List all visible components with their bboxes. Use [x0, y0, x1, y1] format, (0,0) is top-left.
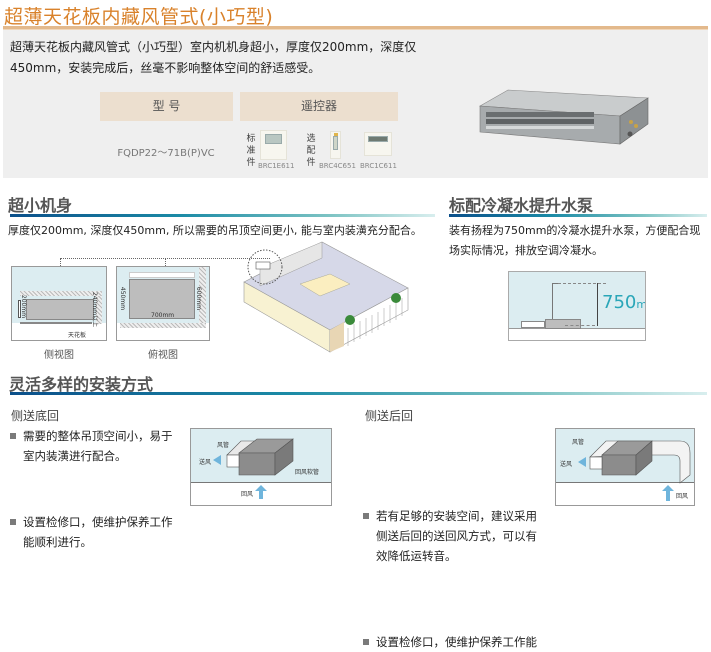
duct-label: 风管: [217, 442, 230, 449]
pump-diagram: 750mm: [508, 271, 646, 341]
depth-label: 450mm: [119, 286, 127, 311]
model-header: 型 号: [100, 92, 233, 121]
standard-label: 标 准 件: [246, 134, 256, 168]
top-view-caption: 俯视图: [148, 350, 178, 361]
duct-label: 风管: [572, 439, 585, 446]
title-divider: [3, 26, 708, 30]
supply-label: 送风: [560, 461, 573, 468]
clearance-label: 240mm以上: [91, 291, 99, 328]
remote-header: 遥控器: [240, 92, 398, 121]
right-dimension-label: 600mm: [195, 286, 203, 311]
model-value: FQDP22～71B(P)VC: [117, 148, 215, 159]
option-title: 侧送底回: [11, 409, 60, 423]
option-bullet: 设置检修口，使维护保养工作能顺利进行。: [9, 512, 179, 552]
remote-brc1c611-image: [364, 132, 392, 156]
section-title-install: 灵活多样的安装方式: [9, 375, 154, 394]
optional-label: 选 配 件: [306, 134, 316, 168]
intro-text: 超薄天花板内藏风管式（小巧型）室内机机身超小，厚度仅200mm，深度仅 450m…: [10, 37, 510, 79]
height-label: 200mm: [20, 294, 28, 319]
remote-brc1e611-image: [260, 130, 287, 160]
pump-description: 装有扬程为750mm的冷凝水提升水泵，方便配合现场实际情况，排放空调冷凝水。: [449, 224, 701, 257]
option-bullet: 设置检修口，使维护保养工作能: [362, 632, 562, 652]
hose-label: 回风软管: [295, 469, 320, 476]
intro-line-2: 450mm，安装完成后，丝毫不影响整体空间的舒适感受。: [10, 61, 321, 75]
remote-name: BRC1E611: [258, 162, 295, 170]
remote-name: BRC1C611: [360, 162, 397, 170]
intro-line-1: 超薄天花板内藏风管式（小巧型）室内机机身超小，厚度仅200mm，深度仅: [10, 40, 417, 54]
side-view-caption: 侧视图: [44, 350, 74, 361]
ceiling-label: 天花板: [68, 332, 87, 339]
section-divider: [10, 214, 435, 217]
width-label: 700mm: [151, 312, 175, 319]
remote-name: BRC4C651: [319, 162, 356, 170]
side-supply-bottom-return-diagram: 风管 送风 回风软管 回风: [190, 428, 332, 506]
return-label: 回风: [676, 493, 689, 500]
supply-label: 送风: [199, 459, 212, 466]
indoor-unit-image: [478, 89, 649, 145]
option-title: 侧送后回: [365, 409, 414, 423]
room-illustration: [243, 241, 409, 353]
top-view-diagram: 450mm 700mm 600mm: [116, 266, 210, 341]
section-divider: [10, 392, 707, 395]
return-label: 回风: [241, 491, 254, 498]
side-view-diagram: 200mm 240mm以上 天花板: [11, 266, 107, 341]
lift-height-label: 750mm: [602, 292, 645, 313]
option-bullet: 若有足够的安装空间，建议采用侧送后回的送回风方式，可以有效降低运转音。: [362, 506, 542, 566]
section-divider: [449, 214, 707, 217]
remote-brc4c651-image: [330, 131, 341, 159]
section-title-compact: 超小机身: [8, 196, 73, 215]
page-title: 超薄天花板内藏风管式(小巧型): [4, 6, 274, 28]
option-bullet: 需要的整体吊顶空间小，易于室内装潢进行配合。: [9, 426, 179, 466]
side-supply-rear-return-diagram: 风管 送风 回风: [555, 428, 695, 506]
compact-description: 厚度仅200mm, 深度仅450mm, 所以需要的吊顶空间更小, 能与室内装潢充…: [8, 224, 422, 237]
section-title-pump: 标配冷凝水提升水泵: [449, 196, 594, 215]
